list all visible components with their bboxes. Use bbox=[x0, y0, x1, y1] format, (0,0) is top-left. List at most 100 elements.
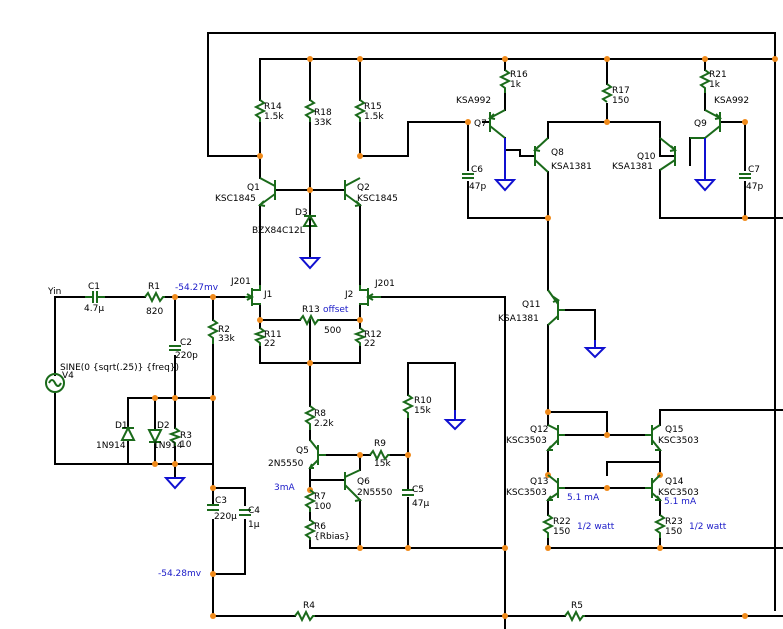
r14-symbol bbox=[253, 99, 267, 122]
label-c6: C6 bbox=[471, 165, 483, 175]
label-d1: D1 bbox=[115, 421, 128, 431]
label-q5: Q5 bbox=[296, 446, 309, 456]
r2-symbol bbox=[206, 319, 220, 344]
label-r12-value: 22 bbox=[364, 339, 375, 349]
q2-symbol bbox=[344, 177, 363, 207]
label-q12: Q12 bbox=[530, 425, 549, 435]
c1-symbol bbox=[85, 291, 105, 303]
q7-symbol bbox=[487, 109, 506, 139]
ground-symbol-r10 bbox=[443, 410, 467, 431]
q6-symbol bbox=[344, 469, 363, 502]
label-r5: R5 bbox=[571, 601, 583, 611]
j2-symbol bbox=[359, 285, 381, 306]
label-r23-value: 150 bbox=[665, 527, 682, 537]
ground-symbol-q9 bbox=[693, 138, 717, 192]
voltage-probe-1: -54.27mv bbox=[175, 283, 219, 293]
r9-symbol bbox=[369, 448, 390, 462]
label-c6-value: 47p bbox=[469, 182, 486, 192]
label-r7-value: 100 bbox=[314, 502, 331, 512]
r15-symbol bbox=[353, 99, 367, 122]
r7-symbol bbox=[303, 489, 317, 512]
label-d3-value: BZX84C12L bbox=[252, 226, 305, 236]
label-d1-value: 1N914 bbox=[96, 441, 126, 451]
label-c5-value: 47μ bbox=[412, 499, 429, 509]
label-r21-value: 1k bbox=[709, 80, 721, 90]
resistors bbox=[144, 69, 712, 623]
label-r17-value: 150 bbox=[612, 96, 629, 106]
r11-symbol bbox=[253, 327, 267, 346]
current-label-q14: 5.1 mA bbox=[664, 497, 697, 507]
voltage-source-v4 bbox=[45, 373, 65, 393]
label-r2-value: 33k bbox=[218, 334, 235, 344]
label-q2: Q2 bbox=[357, 183, 370, 193]
label-q7-value: KSA992 bbox=[456, 96, 491, 106]
label-q12-value: KSC3503 bbox=[506, 436, 547, 446]
c4-symbol bbox=[239, 509, 251, 516]
ground-symbol-d3 bbox=[298, 257, 322, 270]
label-j2-type: J201 bbox=[374, 279, 395, 289]
label-q9-value: KSA992 bbox=[714, 96, 749, 106]
label-r3: R3 bbox=[180, 431, 192, 441]
label-r8-value: 2.2k bbox=[314, 419, 334, 429]
q8-symbol bbox=[532, 137, 549, 173]
grounds bbox=[163, 138, 717, 490]
label-r16: R16 bbox=[510, 70, 528, 80]
label-r6-value: {Rbias} bbox=[314, 532, 350, 542]
c3-symbol bbox=[207, 504, 219, 511]
label-r13: R13 bbox=[302, 305, 320, 315]
label-r11-value: 22 bbox=[264, 339, 275, 349]
r21-symbol bbox=[698, 69, 712, 93]
label-r17: R17 bbox=[612, 86, 630, 96]
label-v4: V4 bbox=[62, 371, 74, 381]
label-c2: C2 bbox=[180, 338, 192, 348]
transistors bbox=[245, 109, 723, 502]
label-r14-value: 1.5k bbox=[264, 112, 284, 122]
label-r12: R12 bbox=[364, 330, 382, 340]
q5-symbol bbox=[308, 439, 326, 469]
label-r23-watt: 1/2 watt bbox=[689, 522, 727, 532]
label-r13-offset: offset bbox=[323, 305, 349, 315]
q11-symbol bbox=[547, 289, 565, 326]
label-c1-value: 4.7μ bbox=[84, 304, 104, 314]
q15-symbol bbox=[645, 424, 662, 451]
c5-symbol bbox=[402, 489, 414, 496]
label-d3: D3 bbox=[295, 208, 308, 218]
label-q8-value: KSA1381 bbox=[551, 162, 592, 172]
q13-symbol bbox=[546, 474, 565, 501]
label-q13: Q13 bbox=[530, 477, 549, 487]
label-r10-value: 15k bbox=[414, 406, 431, 416]
label-q13-value: KSC3503 bbox=[506, 488, 547, 498]
label-c2-value: 220p bbox=[175, 351, 198, 361]
ground-symbol-q7 bbox=[493, 138, 517, 192]
d2-symbol bbox=[147, 429, 163, 445]
j1-symbol bbox=[245, 285, 261, 306]
label-r9: R9 bbox=[374, 439, 386, 449]
label-r1-value: 820 bbox=[146, 307, 163, 317]
r8-symbol bbox=[303, 405, 317, 430]
diodes bbox=[120, 214, 318, 445]
current-label-q13: 5.1 mA bbox=[567, 493, 600, 503]
label-r18: R18 bbox=[314, 108, 332, 118]
label-q6-value: 2N5550 bbox=[357, 488, 393, 498]
label-q10-value: KSA1381 bbox=[612, 162, 653, 172]
label-q14: Q14 bbox=[665, 477, 684, 487]
label-r2: R2 bbox=[218, 325, 230, 335]
label-r15: R15 bbox=[364, 102, 382, 112]
r1-symbol bbox=[144, 290, 165, 304]
c6-symbol bbox=[462, 173, 474, 179]
label-c7: C7 bbox=[748, 165, 760, 175]
label-r23: R23 bbox=[665, 517, 683, 527]
label-c3: C3 bbox=[215, 496, 227, 506]
label-r11: R11 bbox=[264, 330, 282, 340]
label-c4-value: 1μ bbox=[248, 520, 260, 530]
label-r22-watt: 1/2 watt bbox=[577, 522, 615, 532]
q10-symbol bbox=[659, 137, 678, 171]
label-vin: Yin bbox=[47, 287, 61, 297]
r10-symbol bbox=[401, 394, 415, 418]
label-j2: J2 bbox=[344, 290, 353, 300]
label-r22-value: 150 bbox=[553, 527, 570, 537]
label-q7: Q7 bbox=[474, 119, 487, 129]
label-r9-value: 15k bbox=[374, 459, 391, 469]
label-r13-value: 500 bbox=[324, 326, 341, 336]
q14-symbol bbox=[645, 474, 662, 501]
